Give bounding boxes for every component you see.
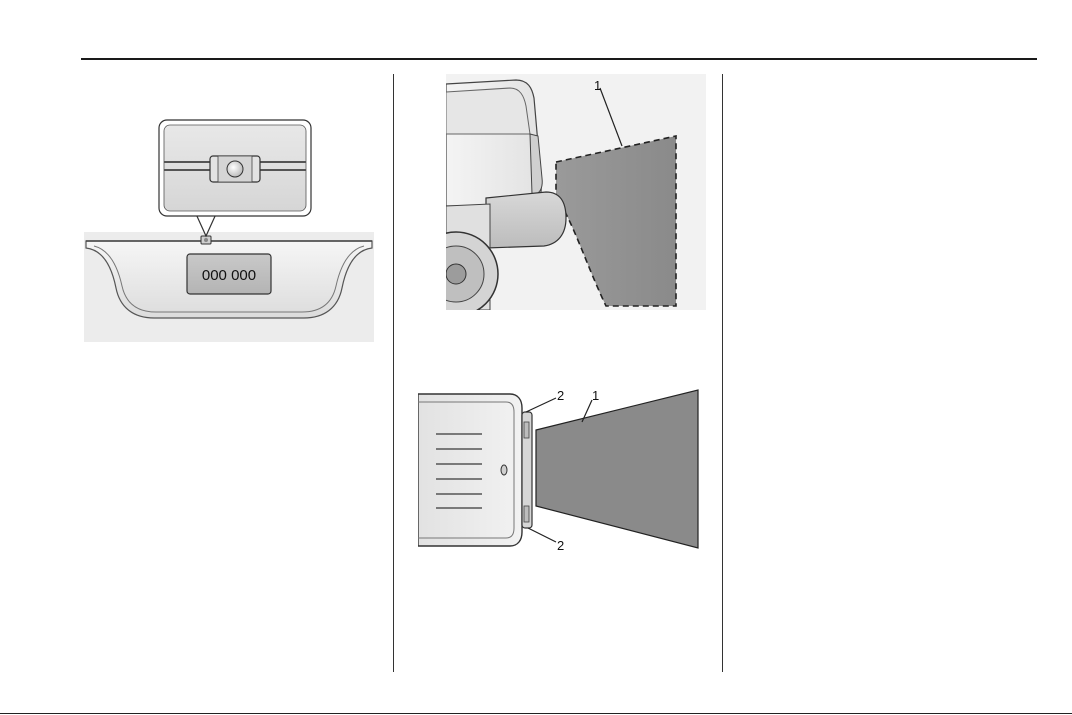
callout-number-1-top: 1: [592, 388, 599, 403]
callout-leader-2-top: [526, 398, 556, 412]
column-divider-right: [722, 74, 723, 672]
callout-leader-2-bottom: [528, 528, 556, 542]
callout-number-2-top: 2: [557, 388, 564, 403]
footer-rule: [0, 713, 1072, 714]
sensor-top: [524, 422, 529, 438]
sensor-bottom: [524, 506, 529, 522]
figure-top-view: 1 2 2: [418, 382, 704, 562]
roof-antenna-icon: [501, 465, 507, 475]
wheel-hub: [446, 264, 466, 284]
callout-number-2-bottom: 2: [557, 538, 564, 553]
figure-side-view: 1: [446, 74, 706, 310]
camera-location-illustration: 000 000: [84, 118, 374, 342]
side-view-illustration: 1: [446, 74, 706, 310]
camera-lens-icon: [227, 161, 243, 177]
top-view-illustration: 1 2 2: [418, 382, 704, 562]
figure-camera-location: 000 000: [84, 118, 374, 342]
camera-coverage-area-top: [536, 390, 698, 548]
camera-marker-lens-icon: [204, 238, 208, 242]
header-rule: [81, 58, 1037, 60]
column-divider-left: [393, 74, 394, 672]
plate-number: 000 000: [202, 267, 256, 284]
vehicle-rear-window: [446, 88, 530, 134]
callout-number-1: 1: [594, 78, 601, 93]
rear-bumper: [486, 192, 566, 248]
